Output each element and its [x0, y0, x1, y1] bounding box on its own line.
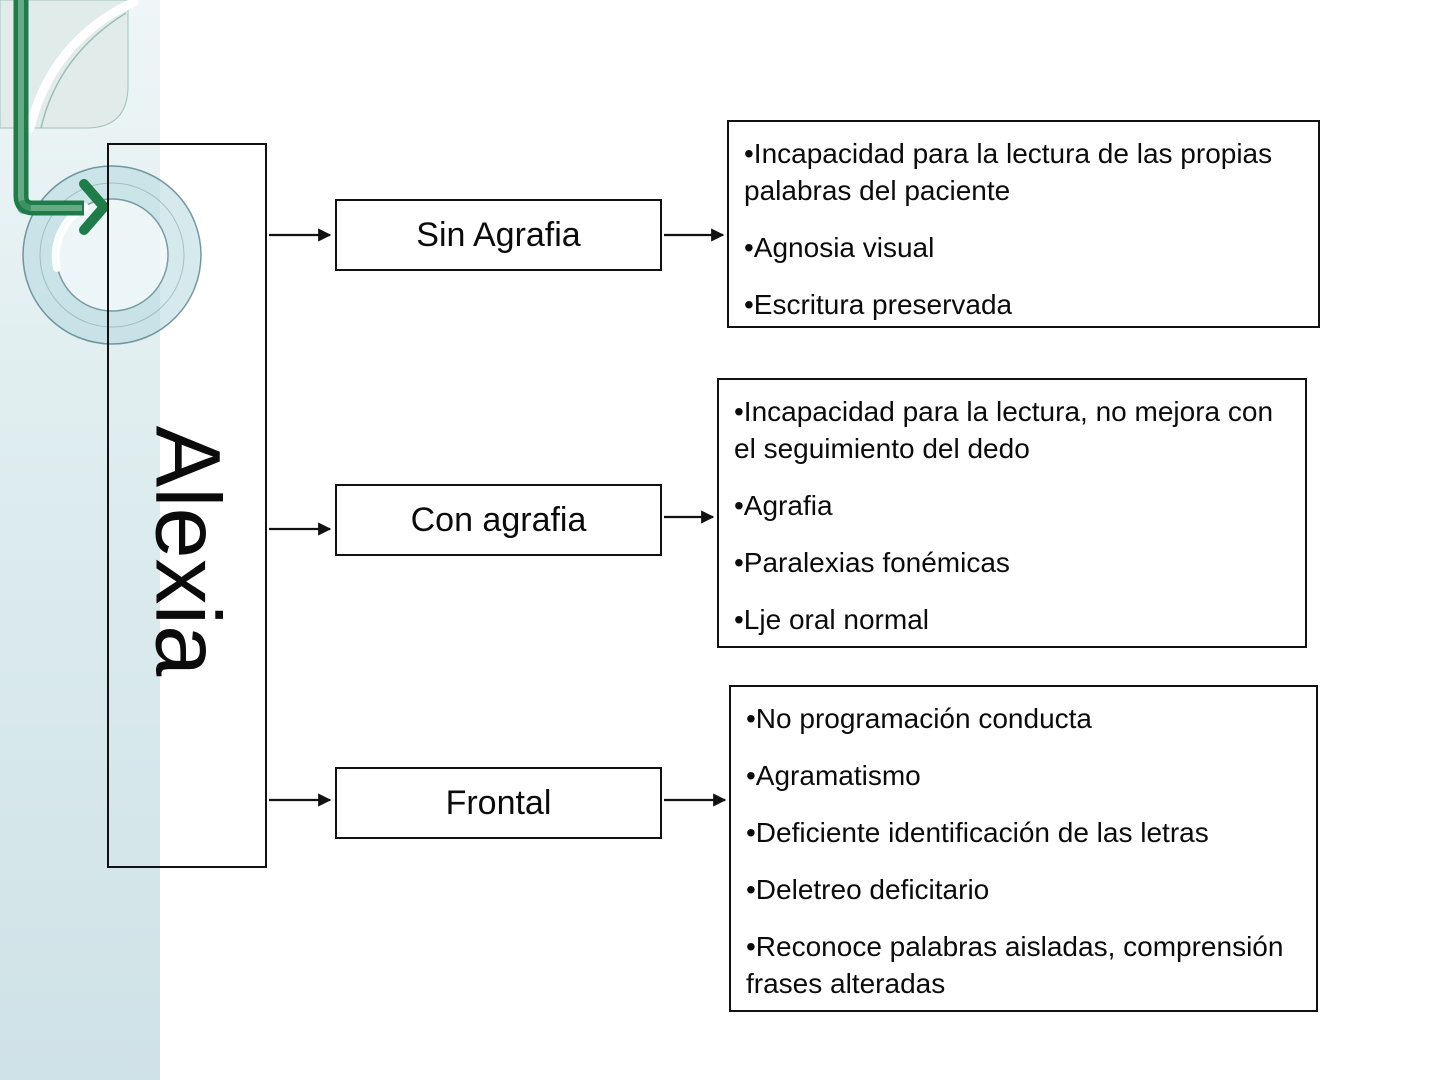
bullet-item: •No programación conducta — [746, 703, 1092, 734]
bullet-item: •Paralexias fonémicas — [734, 547, 1010, 578]
bullet-item: •Agnosia visual — [744, 232, 935, 263]
bullet-item: •Escritura preservada — [744, 289, 1013, 320]
bullet-item: •Lje oral normal — [734, 604, 930, 635]
bullet-item: •Deletreo deficitario — [746, 874, 990, 905]
arc-white-top — [25, 0, 139, 133]
circle-middle — [39, 182, 185, 328]
bullet-item: •Incapacidad para la lectura, no mejora … — [734, 396, 1274, 464]
green-arrow-icon — [13, 0, 109, 235]
alexia-box: Alexia — [107, 143, 267, 868]
bullet-item: •Reconoce palabras aisladas, comprensión… — [746, 931, 1284, 999]
bullet-box-con-agrafia: •Incapacidad para la lectura, no mejora … — [717, 378, 1307, 648]
branch-label: Frontal — [445, 783, 552, 822]
branch-box-frontal: Frontal — [335, 767, 662, 839]
bullet-item: •Incapacidad para la lectura de las prop… — [744, 138, 1273, 206]
branch-box-con-agrafia: Con agrafia — [335, 484, 662, 556]
corner-panel — [0, 0, 129, 129]
branch-label: Sin Agrafia — [416, 215, 581, 254]
bullet-item: •Agrafia — [734, 490, 833, 521]
bullet-item: •Deficiente identificación de las letras — [746, 817, 1209, 848]
alexia-label: Alexia — [136, 425, 239, 676]
arc-thin-top — [40, 12, 127, 129]
branch-box-sin-agrafia: Sin Agrafia — [335, 199, 662, 271]
bullet-item: •Agramatismo — [746, 760, 921, 791]
bullet-box-frontal: •No programación conducta •Agramatismo •De… — [729, 685, 1318, 1012]
branch-label: Con agrafia — [410, 500, 587, 539]
bullet-box-sin-agrafia: •Incapacidad para la lectura de las prop… — [727, 120, 1320, 328]
